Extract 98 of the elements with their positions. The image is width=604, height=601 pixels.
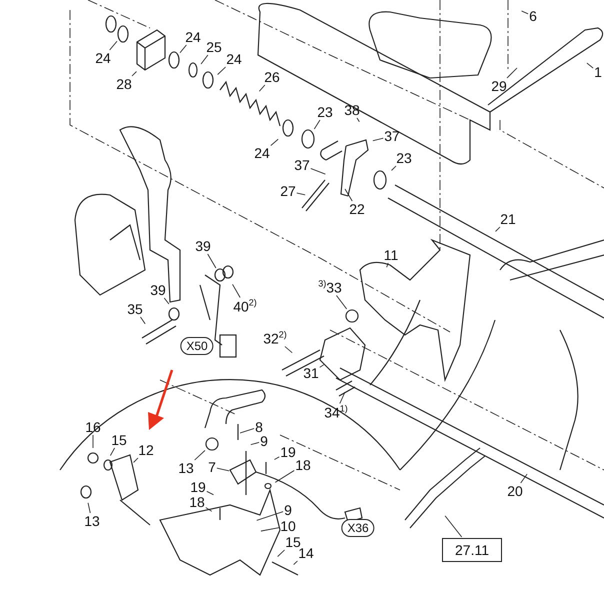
leader-line — [520, 474, 528, 484]
leader-line — [240, 428, 254, 434]
leader-line — [391, 166, 396, 171]
washer-ring — [117, 25, 129, 43]
leader-line — [140, 316, 146, 324]
leader-line — [444, 516, 462, 538]
leader-line — [296, 192, 306, 196]
leader-line — [319, 364, 324, 368]
callout-number: 24 — [254, 146, 270, 160]
leader-line — [194, 450, 206, 460]
connector-tag: X50 — [180, 337, 214, 355]
leader-line — [258, 84, 266, 92]
callout-number: 23 — [396, 151, 412, 165]
callout-number: 39 — [150, 283, 166, 297]
callout-number: 25 — [206, 40, 222, 54]
leader-line — [270, 138, 279, 146]
callout-number: 9 — [284, 503, 292, 517]
callout-number: 22 — [349, 202, 365, 216]
callout-number: 28 — [116, 77, 132, 91]
callout-number: 26 — [264, 70, 280, 84]
callout-number: 13 — [84, 514, 100, 528]
callout-number: 31 — [303, 366, 319, 380]
callout-number: 37 — [294, 158, 310, 172]
leader-line — [206, 491, 214, 496]
leader-line — [180, 44, 187, 54]
connector-tag: X36 — [341, 519, 375, 537]
callout-number: 40$^{2)}$ — [233, 298, 257, 314]
callout-number: 18 — [189, 495, 205, 509]
callout-number: 10 — [280, 519, 296, 533]
washer-ring — [214, 268, 226, 282]
callout-number: 23 — [317, 105, 333, 119]
leader-line — [586, 62, 594, 68]
leader-line — [310, 168, 326, 175]
leader-line — [217, 66, 226, 75]
callout-number: 19 — [190, 480, 206, 494]
callout-number: 38 — [344, 103, 360, 117]
leader-line — [339, 392, 346, 404]
callout-number: 19 — [280, 445, 296, 459]
callout-number: 35 — [127, 302, 143, 316]
callout-number: 20 — [507, 484, 523, 498]
leader-line — [506, 68, 518, 78]
callout-number: 16 — [85, 420, 101, 434]
leader-line — [284, 346, 293, 354]
callout-number: 24 — [185, 30, 201, 44]
leader-line — [274, 456, 280, 460]
callout-number: 18 — [295, 458, 311, 472]
washer-ring — [205, 437, 219, 451]
leader-line — [205, 507, 212, 512]
callout-number: 29 — [491, 79, 507, 93]
leader-line — [200, 54, 208, 64]
leader-line — [495, 226, 500, 232]
callout-number: $^{3)}$33 — [318, 280, 342, 294]
leader-line — [336, 295, 348, 310]
callout-number: 24 — [95, 51, 111, 65]
callout-number: 15 — [111, 433, 127, 447]
callout-number: 34$^{1)}$ — [324, 404, 348, 420]
leader-line — [232, 284, 240, 298]
leader-line — [256, 511, 284, 521]
leader-line — [132, 71, 137, 76]
callout-number: 9 — [260, 434, 268, 448]
callout-number: 21 — [500, 212, 516, 226]
leader-line — [260, 527, 280, 532]
callout-number: 7 — [208, 460, 216, 474]
callout-number: 27 — [280, 184, 296, 198]
washer-ring — [168, 51, 180, 69]
callout-number: 12 — [138, 443, 154, 457]
callout-number: 6 — [529, 9, 537, 23]
leader-line — [250, 442, 260, 446]
callout-number: 15 — [285, 535, 301, 549]
washer-ring — [345, 309, 359, 323]
callout-number: 14 — [298, 546, 314, 560]
leader-line — [277, 550, 285, 557]
reference-box: 27.11 — [442, 538, 502, 562]
leader-line — [109, 40, 118, 50]
leader-line — [314, 120, 320, 130]
leader-line — [92, 434, 94, 448]
callout-number: 1 — [594, 65, 602, 79]
callout-number: 11 — [384, 248, 398, 262]
leader-line — [372, 138, 384, 142]
leader-line — [386, 262, 389, 268]
callout-number: 24 — [226, 52, 242, 66]
leader-line — [356, 118, 360, 122]
leader-line — [88, 502, 91, 514]
leader-line — [344, 188, 353, 202]
leader-line — [207, 254, 216, 268]
leader-line — [293, 560, 298, 565]
callout-number: 37 — [384, 129, 400, 143]
leader-line — [216, 468, 230, 472]
leader-line — [521, 10, 528, 14]
callout-number: 32$^{2)}$ — [263, 330, 287, 346]
leader-line — [110, 448, 115, 456]
leader-line — [164, 298, 170, 304]
leader-line — [274, 470, 295, 483]
callout-number: 13 — [178, 461, 194, 475]
callout-number: 8 — [255, 420, 263, 434]
callout-number: 39 — [195, 239, 211, 253]
leader-line — [133, 458, 138, 463]
washer-ring — [301, 129, 315, 149]
